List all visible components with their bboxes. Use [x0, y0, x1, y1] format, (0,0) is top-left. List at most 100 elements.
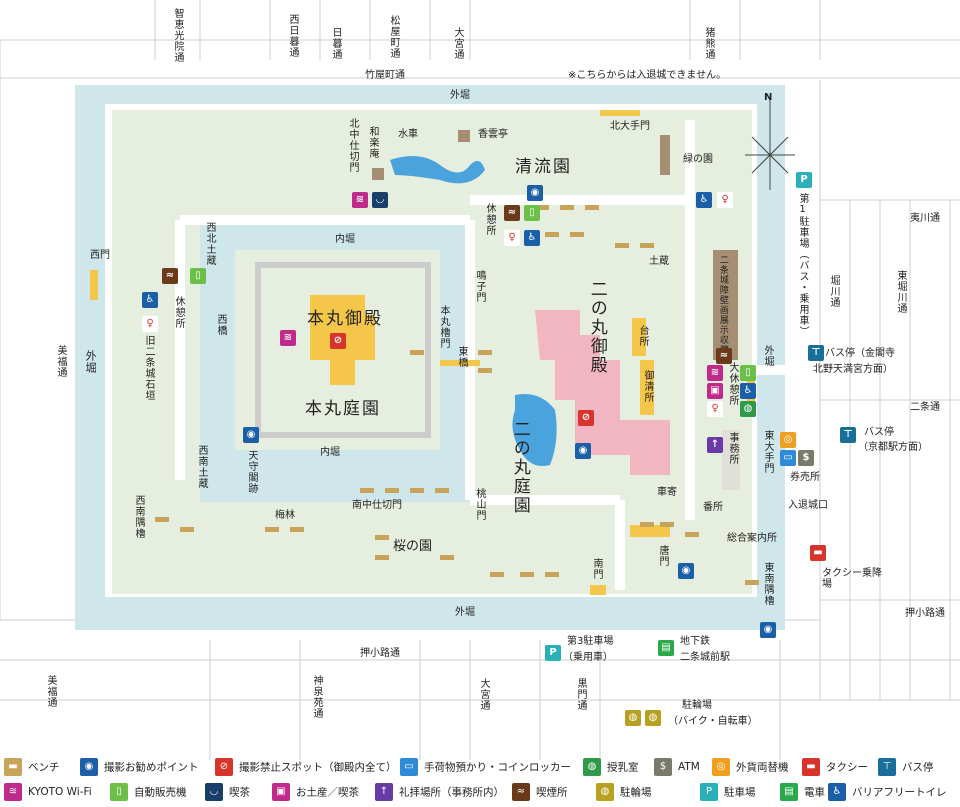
bus-stop-icon: ⊤	[808, 345, 824, 361]
honmaru-goten-label: 本丸御殿	[307, 309, 383, 329]
okiyosho-building	[640, 360, 654, 415]
street-label: 西日暮通	[287, 14, 298, 58]
bike-parking-sublabel: （バイク・自転車）	[668, 716, 758, 727]
atm-icon: $	[654, 758, 672, 776]
no-camera-icon: ⊘	[330, 333, 346, 349]
higashi-otemon-label: 東大手門	[762, 430, 773, 474]
legend-item: ♿バリアフリートイレ	[828, 783, 947, 801]
gift-icon: ▣	[707, 383, 723, 399]
sogo-annaisho-label: 総合案内所	[727, 533, 777, 544]
exchange-icon: ◎	[712, 758, 730, 776]
moat-label: 内堀	[320, 447, 340, 458]
midori-building	[660, 135, 670, 175]
taxi-stand-label: タクシー乗降場	[822, 568, 882, 590]
street-label: 神泉苑通	[311, 675, 322, 719]
narukomon-label: 鳴子門	[474, 270, 485, 303]
seiryuen-pond	[390, 156, 485, 184]
wifi-icon: ≋	[352, 192, 368, 208]
legend-item: ↑礼拝場所（事務所内）	[375, 783, 504, 801]
ninomaru-goten-label: 二の丸御殿	[586, 280, 607, 375]
legend-item: ▤電車	[780, 783, 825, 801]
camera-icon: ◉	[80, 758, 98, 776]
jimusho-building	[722, 430, 740, 490]
smoking-icon: ≈	[512, 783, 530, 801]
map-legend: ▬ベンチ ◉撮影お勧めポイント ⊘撮影禁止スポット（御殿内全て） ▭手荷物預かり…	[0, 752, 960, 807]
sakura-no-sono-label: 桜の園	[393, 539, 433, 554]
locker-icon: ▭	[400, 758, 418, 776]
tenshukaku-ato-label: 天守閣跡	[246, 450, 257, 494]
street-label: 堀川通	[828, 275, 839, 308]
moat-label: 外堀	[450, 90, 470, 101]
prayer-icon: ↑	[707, 437, 723, 453]
bicycle-icon: ◍	[596, 783, 614, 801]
moat-label: 外堀	[762, 345, 773, 367]
kuruma-yose-label: 車寄	[657, 487, 677, 498]
seiryuen-label: 清流園	[515, 157, 572, 177]
bench-icon: ▬	[4, 758, 22, 776]
seinan-sumiyagura-label: 西南隅櫓	[133, 495, 144, 539]
higashibashi-label: 東橋	[456, 346, 467, 368]
ninomaru-teien-label: 二の丸庭園	[509, 420, 530, 515]
exchange-icon: ◎	[780, 432, 796, 448]
bus-stop-icon: ⊤	[840, 427, 856, 443]
honmaru-wall	[255, 262, 431, 438]
kitaotemon-label: 北大手門	[610, 121, 650, 132]
bicycle-icon: ◍	[625, 710, 641, 726]
train-icon: ▤	[658, 640, 674, 656]
cafe-icon: ◡	[205, 783, 223, 801]
accessible-icon: ♿	[828, 783, 846, 801]
nursing-icon: ◍	[740, 401, 756, 417]
vending-icon: ▯	[190, 268, 206, 284]
camera-icon: ◉	[575, 443, 591, 459]
legend-item: ▣お土産／喫茶	[272, 783, 359, 801]
moat-label: 外堀	[455, 607, 475, 618]
karamon-label: 唐門	[657, 545, 668, 567]
legend-item: ▬ベンチ	[4, 758, 60, 776]
subway-station-label: 二条城前駅	[680, 652, 730, 663]
legend-item: ◍駐輪場	[596, 783, 652, 801]
train-icon: ▤	[780, 783, 798, 801]
locker-icon: ▭	[780, 450, 796, 466]
street-label: 智恵光院通	[172, 8, 183, 63]
karamon-building	[630, 525, 670, 537]
street-label: 東堀川通	[895, 270, 906, 314]
camera-icon: ◉	[760, 622, 776, 638]
subway-label: 地下鉄	[680, 636, 710, 647]
parking-icon: P	[700, 783, 718, 801]
street-label: 大宮通	[452, 27, 463, 60]
legend-item: ≈喫煙所	[512, 783, 568, 801]
honmaru-yaguramon-label: 本丸櫓門	[438, 305, 449, 349]
street-label: 猪熊通	[703, 27, 714, 60]
kouuntei-label: 香雲亭	[478, 129, 508, 140]
bus-stop-sublabel: 北野天満宮方面）	[813, 364, 893, 375]
moat-label: 内堀	[335, 234, 355, 245]
bus-stop-sublabel: （京都駅方面）	[858, 442, 928, 453]
vending-icon: ▯	[740, 365, 756, 381]
legend-item: ⊤バス停	[878, 758, 934, 776]
tonan-sumiyagura-label: 東南隅櫓	[762, 562, 773, 606]
ookyukeisho-label: 大休憩所	[727, 362, 738, 406]
parking1-label: 第1駐車場（バス・乗用車）	[797, 193, 808, 337]
toilet-icon: ♀	[717, 192, 733, 208]
accessible-icon: ♿	[524, 230, 540, 246]
street-label: 日暮通	[330, 27, 341, 60]
smoking-icon: ≈	[504, 205, 520, 221]
camera-icon: ◉	[243, 427, 259, 443]
legend-item: $ATM	[654, 758, 700, 776]
seihoku-dozou-label: 西北土蔵	[204, 222, 215, 266]
legend-item: ◉撮影お勧めポイント	[80, 758, 199, 776]
parking3-label: 第3駐車場	[567, 636, 614, 647]
street-label: 大宮通	[478, 678, 489, 711]
taxi-icon: ▬	[810, 545, 826, 561]
shogaheki-building	[713, 250, 738, 360]
cafe-icon: ◡	[372, 192, 388, 208]
vending-icon: ▯	[110, 783, 128, 801]
daidokoro-label: 台所	[637, 325, 648, 347]
nishimon-label: 西門	[90, 250, 110, 261]
legend-item: ◡喫茶	[205, 783, 250, 801]
gift-icon: ▣	[272, 783, 290, 801]
smoking-icon: ≈	[716, 348, 732, 364]
jimusho-label: 事務所	[727, 432, 738, 465]
toilet-icon: ♀	[504, 230, 520, 246]
